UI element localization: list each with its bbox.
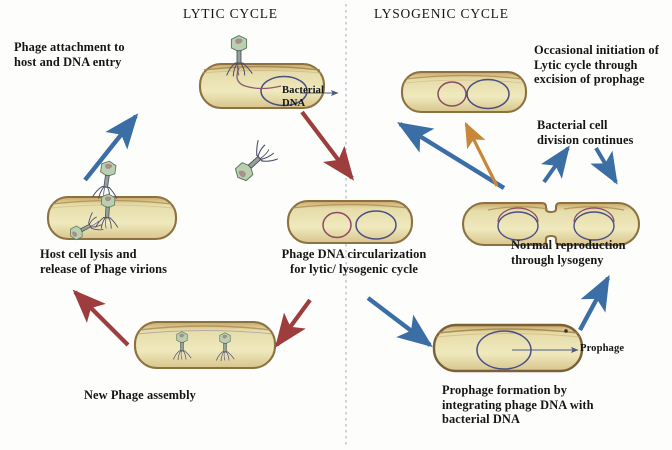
- arrow-prophage-to-division: [578, 274, 610, 332]
- label-occasional-initiation: Occasional initiation of Lytic cycle thr…: [534, 43, 659, 87]
- label-phage-attachment: Phage attachment to host and DNA entry: [14, 40, 125, 69]
- cell-circularization: [286, 199, 414, 245]
- title-lytic-cycle: LYTIC CYCLE: [183, 6, 278, 21]
- cell-prophage: [432, 323, 584, 373]
- arrow-division-loop-left: [540, 145, 570, 184]
- arrow-assembly-to-lysis: [72, 289, 130, 347]
- cell-assembly: [133, 320, 277, 370]
- arrow-circularization-to-prophage: [366, 296, 433, 348]
- daughter-dna-right: [573, 211, 615, 241]
- label-bacterial-cell-division: Bacterial cell division continues: [537, 118, 634, 147]
- arrow-division-to-induction: [397, 122, 506, 190]
- cell-attachment: [198, 62, 326, 110]
- bacterial-dna-circle: [466, 78, 510, 110]
- cell-induction: [400, 70, 528, 114]
- arrow-induction-to-lytic: [464, 121, 499, 187]
- arrow-lysis-to-attachment: [83, 113, 139, 182]
- arrow-circularization-to-assembly: [275, 298, 312, 348]
- phage-dna-circle: [322, 211, 352, 239]
- label-prophage: Prophage: [580, 343, 625, 354]
- arrow-division-loop-right: [590, 146, 618, 185]
- phage-free-floating: [227, 137, 280, 188]
- title-lysogenic-cycle: LYSOGENIC CYCLE: [374, 6, 509, 21]
- excised-prophage-circle: [437, 81, 467, 107]
- bacterial-dna-loop: [260, 75, 308, 107]
- arrow-attachment-to-circularization: [300, 110, 355, 181]
- label-prophage-formation: Prophage formation by integrating phage …: [442, 383, 594, 427]
- label-normal-reproduction: Normal reproduction through lysogeny: [511, 238, 626, 267]
- label-phage-dna-circularization: Phage DNA circularization for lytic/ lys…: [281, 247, 427, 276]
- cell-division: [461, 201, 641, 247]
- daughter-dna-left: [497, 211, 539, 241]
- label-host-cell-lysis: Host cell lysis and release of Phage vir…: [40, 247, 168, 276]
- label-new-phage-assembly: New Phage assembly: [84, 388, 196, 402]
- label-bacterial-dna: Bacterial DNA: [282, 85, 325, 109]
- bacterial-dna-circle: [355, 210, 397, 240]
